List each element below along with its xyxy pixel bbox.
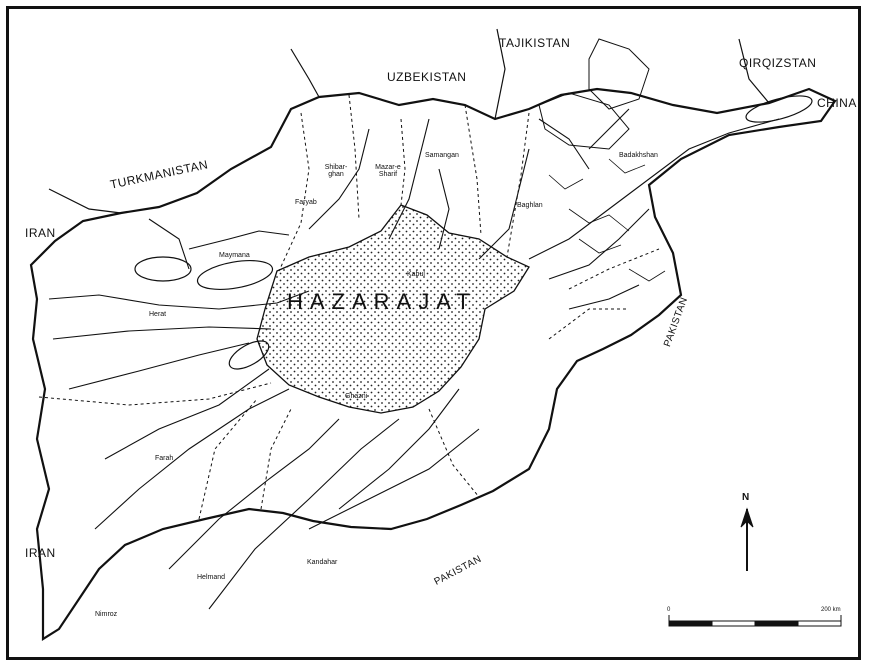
label-kandahar: Kandahar [307, 559, 338, 566]
afghanistan-border [29, 87, 837, 641]
mountain-hatching [548, 158, 666, 282]
label-kabul: Kabul [407, 271, 425, 278]
north-label: N [742, 492, 750, 503]
label-uzbekistan: UZBEKISTAN [387, 70, 467, 84]
label-ghazni: Ghazni [345, 393, 368, 400]
scale-start-label: 0 [667, 607, 671, 613]
north-arrow [740, 507, 754, 571]
label-faryab: Faryab [295, 199, 317, 206]
lakes [134, 95, 813, 370]
label-china: CHINA [817, 96, 857, 110]
scale-end-label: 200 km [821, 607, 841, 613]
international-boundaries [48, 28, 770, 214]
label-samangan: Samangan [425, 152, 459, 159]
map-drawing [29, 28, 842, 641]
label-hazarajat: HAZARAJAT [287, 289, 477, 314]
label-helmand: Helmand [197, 574, 226, 581]
scale-bar [668, 615, 842, 627]
map-frame: TAJIKISTAN QIRQIZSTAN CHINA UZBEKISTAN T… [6, 6, 861, 660]
label-mazar-sharif: Mazar-e Sharif [375, 164, 401, 178]
province-boundaries [38, 94, 660, 520]
label-iran-south: IRAN [25, 546, 56, 560]
label-herat: Herat [149, 311, 167, 318]
label-baghlan: Baghlan [517, 202, 543, 209]
label-tajikistan: TAJIKISTAN [499, 36, 571, 50]
northeast-outlines [538, 38, 650, 150]
label-farah: Farah [155, 455, 174, 462]
hazarajat-region [256, 204, 530, 414]
label-maymana: Maymana [219, 252, 250, 259]
label-nimroz: Nimroz [95, 611, 118, 618]
label-shibarghan: Shibar-ghan [324, 164, 348, 178]
label-iran-north: IRAN [25, 226, 56, 240]
label-qirqizstan: QIRQIZSTAN [739, 56, 817, 70]
label-badakhshan: Badakhshan [619, 152, 658, 159]
rivers [48, 108, 780, 610]
